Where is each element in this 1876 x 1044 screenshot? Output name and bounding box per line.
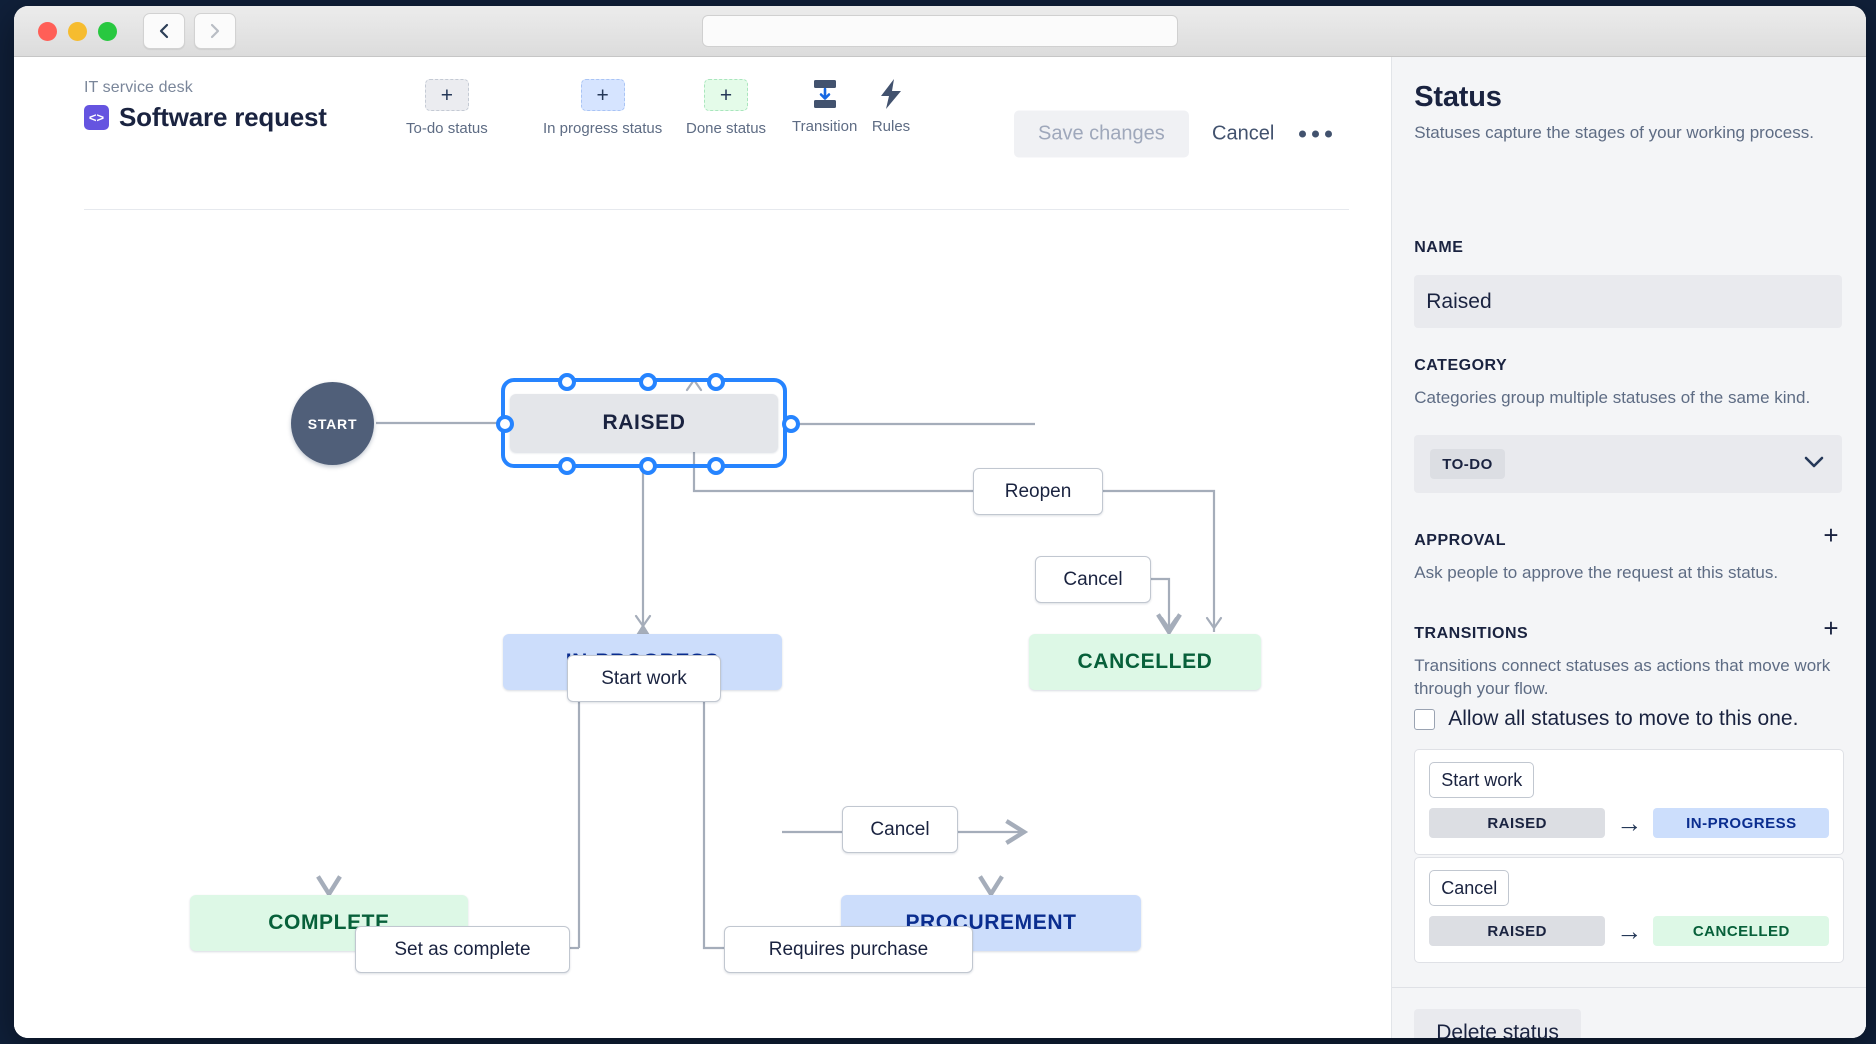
transition-card-name[interactable]: Cancel xyxy=(1429,870,1510,906)
save-changes-button[interactable]: Save changes xyxy=(1014,110,1189,158)
breadcrumb: IT service desk <> Software request xyxy=(84,79,327,133)
name-section-label: NAME xyxy=(1414,239,1464,256)
toolbar-label-rules: Rules xyxy=(871,118,911,135)
resize-handle-top-right[interactable] xyxy=(707,373,725,391)
workflow-editor: IT service desk <> Software request + To… xyxy=(14,57,1392,1038)
chevron-down-icon xyxy=(1802,454,1826,475)
header-divider xyxy=(84,209,1349,210)
transition-label-cancel-raised[interactable]: Cancel xyxy=(1035,556,1151,603)
allow-all-statuses-label: Allow all statuses to move to this one. xyxy=(1448,707,1799,730)
add-approval-icon[interactable]: + xyxy=(1823,520,1839,550)
resize-handle-bottom-left[interactable] xyxy=(558,457,576,475)
approval-section-description: Ask people to approve the request at thi… xyxy=(1414,563,1779,582)
transition-to-pill: CANCELLED xyxy=(1653,916,1830,946)
allow-all-statuses-row[interactable]: Allow all statuses to move to this one. xyxy=(1414,707,1798,731)
lightning-icon xyxy=(870,79,912,109)
traffic-lights xyxy=(38,21,117,41)
cancel-button[interactable]: Cancel xyxy=(1212,122,1275,145)
status-node-cancelled[interactable]: CANCELLED xyxy=(1029,634,1261,690)
transition-from-pill: RAISED xyxy=(1429,808,1606,838)
back-button[interactable] xyxy=(143,13,185,49)
toolbar-label-todo-status: To-do status xyxy=(406,120,488,137)
page-title: Software request xyxy=(119,102,327,132)
resize-handle-top-left[interactable] xyxy=(558,373,576,391)
transition-icon xyxy=(804,79,846,109)
transition-label-start-work[interactable]: Start work xyxy=(567,655,721,702)
breadcrumb-project[interactable]: IT service desk xyxy=(84,79,193,96)
toolbar-item-inprogress-status[interactable]: + In progress status xyxy=(543,79,662,137)
toolbar-label-inprogress-status: In progress status xyxy=(543,120,663,137)
transition-label-requires-purchase[interactable]: Requires purchase xyxy=(724,926,973,973)
chevron-right-icon xyxy=(210,23,220,39)
node-selection-frame xyxy=(496,373,800,475)
category-section-description: Categories group multiple statuses of th… xyxy=(1414,388,1811,407)
start-node[interactable]: START xyxy=(291,382,374,465)
minimize-window-button[interactable] xyxy=(68,21,87,41)
close-window-button[interactable] xyxy=(38,21,57,41)
transition-card[interactable]: Start work RAISED → IN-PROGRESS xyxy=(1414,749,1845,855)
allow-all-statuses-checkbox[interactable] xyxy=(1414,708,1436,730)
panel-divider xyxy=(1392,987,1866,988)
app-content: IT service desk <> Software request + To… xyxy=(14,57,1866,1038)
panel-subtitle: Statuses capture the stages of your work… xyxy=(1414,123,1814,142)
transition-card-flow: RAISED → CANCELLED xyxy=(1429,916,1830,946)
transition-to-pill: IN-PROGRESS xyxy=(1653,808,1830,838)
more-actions-icon[interactable] xyxy=(1299,130,1332,138)
transition-label-cancel-progress[interactable]: Cancel xyxy=(842,806,958,853)
transition-card-flow: RAISED → IN-PROGRESS xyxy=(1429,808,1830,838)
panel-title: Status xyxy=(1414,81,1502,113)
add-transition-icon[interactable]: + xyxy=(1823,613,1839,643)
approval-section-label: APPROVAL xyxy=(1414,532,1506,549)
status-node-raised[interactable]: RAISED xyxy=(510,394,778,452)
toolbar-item-todo-status[interactable]: + To-do status xyxy=(406,79,488,137)
toolbar-item-rules[interactable]: Rules xyxy=(870,79,912,135)
navigation-buttons xyxy=(143,13,236,49)
toolbar-label-transition: Transition xyxy=(792,118,858,135)
category-section-label: CATEGORY xyxy=(1414,357,1508,374)
resize-handle-right[interactable] xyxy=(782,415,800,433)
transition-from-pill: RAISED xyxy=(1429,916,1606,946)
toolbar-item-transition[interactable]: Transition xyxy=(792,79,857,135)
status-detail-panel: Status Statuses capture the stages of yo… xyxy=(1391,57,1866,1038)
transition-card-name[interactable]: Start work xyxy=(1429,762,1535,798)
resize-handle-bottom-right[interactable] xyxy=(707,457,725,475)
transitions-section-label: TRANSITIONS xyxy=(1414,625,1529,642)
transitions-section-description: Transitions connect statuses as actions … xyxy=(1414,656,1831,698)
category-pill: TO-DO xyxy=(1430,449,1505,479)
plus-icon: + xyxy=(704,79,749,111)
toolbar-item-done-status[interactable]: + Done status xyxy=(686,79,766,137)
maximize-window-button[interactable] xyxy=(98,21,117,41)
app-window: IT service desk <> Software request + To… xyxy=(14,6,1866,1038)
toolbar-label-done-status: Done status xyxy=(686,120,767,137)
page-title-row: <> Software request xyxy=(84,102,327,133)
transition-label-set-as-complete-progress[interactable]: Set as complete xyxy=(355,926,570,973)
forward-button[interactable] xyxy=(194,13,236,49)
delete-status-button[interactable]: Delete status xyxy=(1414,1009,1581,1038)
resize-handle-top[interactable] xyxy=(639,373,657,391)
resize-handle-left[interactable] xyxy=(496,415,514,433)
code-brackets-icon: <> xyxy=(84,105,109,130)
category-select[interactable]: TO-DO xyxy=(1414,435,1843,493)
workflow-canvas[interactable]: START RAISED IN-PROGRESS CANCELLED COMPL… xyxy=(14,212,1392,1038)
address-bar[interactable] xyxy=(702,15,1178,47)
resize-handle-bottom[interactable] xyxy=(639,457,657,475)
transition-card[interactable]: Cancel RAISED → CANCELLED xyxy=(1414,857,1845,963)
plus-icon: + xyxy=(424,79,469,111)
status-name-input[interactable]: Raised xyxy=(1414,275,1843,328)
arrow-right-icon: → xyxy=(1616,808,1643,838)
transition-label-reopen[interactable]: Reopen xyxy=(973,468,1103,515)
chevron-left-icon xyxy=(159,23,169,39)
window-titlebar xyxy=(14,6,1866,57)
plus-icon: + xyxy=(580,79,625,111)
arrow-right-icon: → xyxy=(1616,916,1643,946)
